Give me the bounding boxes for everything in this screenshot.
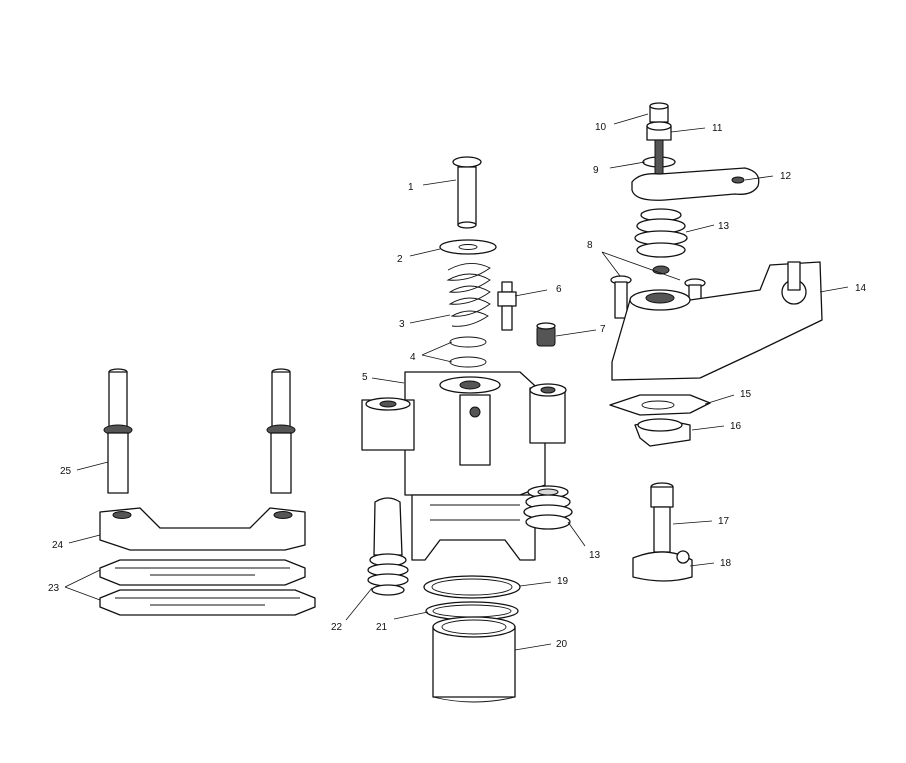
- callout-25: 25: [60, 466, 72, 477]
- part-washer: [439, 239, 497, 255]
- part-bleeder-cap: [536, 322, 556, 347]
- callout-13-upper: 13: [718, 221, 730, 232]
- callout-1: 1: [408, 182, 414, 193]
- part-gasket: [609, 394, 711, 416]
- part-cam-follower: [632, 550, 693, 582]
- part-caliper-bracket: [99, 507, 306, 551]
- callout-6: 6: [556, 284, 562, 295]
- callout-21: 21: [376, 622, 388, 633]
- callout-15: 15: [740, 389, 752, 400]
- part-piston: [432, 616, 516, 703]
- callout-4: 4: [410, 352, 416, 363]
- callout-12: 12: [780, 171, 792, 182]
- callout-2: 2: [397, 254, 403, 265]
- callout-3: 3: [399, 319, 405, 330]
- part-cam: [634, 418, 691, 447]
- part-caliper-body: [361, 371, 567, 561]
- callout-17: 17: [718, 516, 730, 527]
- callout-5: 5: [362, 372, 368, 383]
- callout-24: 24: [52, 540, 64, 551]
- callout-11: 11: [712, 123, 723, 134]
- part-mounting-bracket: [611, 261, 823, 381]
- part-dust-seal: [425, 601, 519, 621]
- part-small-washer: [642, 139, 676, 201]
- callout-20: 20: [556, 639, 568, 650]
- part-piston-seal: [423, 575, 521, 599]
- callout-18: 18: [720, 558, 732, 569]
- part-o-rings: [449, 336, 487, 368]
- callout-10: 10: [595, 122, 607, 133]
- part-spring: [446, 263, 491, 327]
- callout-14: 14: [855, 283, 867, 294]
- part-slide-pin-boot: [367, 497, 409, 596]
- callout-16: 16: [730, 421, 742, 432]
- callout-8: 8: [587, 240, 593, 251]
- part-boot-lower: [523, 485, 573, 530]
- part-studs: [103, 368, 296, 494]
- part-bleeder-valve: [497, 281, 517, 331]
- part-boot-upper: [634, 208, 688, 275]
- leader-lines: [64, 113, 849, 651]
- callout-19: 19: [557, 576, 569, 587]
- callout-7: 7: [600, 324, 606, 335]
- part-shims: [99, 559, 316, 616]
- part-adjuster-bolt: [649, 102, 669, 123]
- part-adjuster-nut: [646, 121, 672, 141]
- callout-9: 9: [593, 165, 599, 176]
- callout-23: 23: [48, 583, 60, 594]
- part-actuator-shaft: [650, 482, 674, 553]
- part-brake-lever: [631, 167, 760, 201]
- callout-22: 22: [331, 622, 343, 633]
- callout-labels: 1 2 3 4 5 6 7 8 9 10 11 12 13 13 14 15 1…: [48, 122, 867, 650]
- part-pin: [452, 156, 482, 229]
- callout-13-lower: 13: [589, 550, 601, 561]
